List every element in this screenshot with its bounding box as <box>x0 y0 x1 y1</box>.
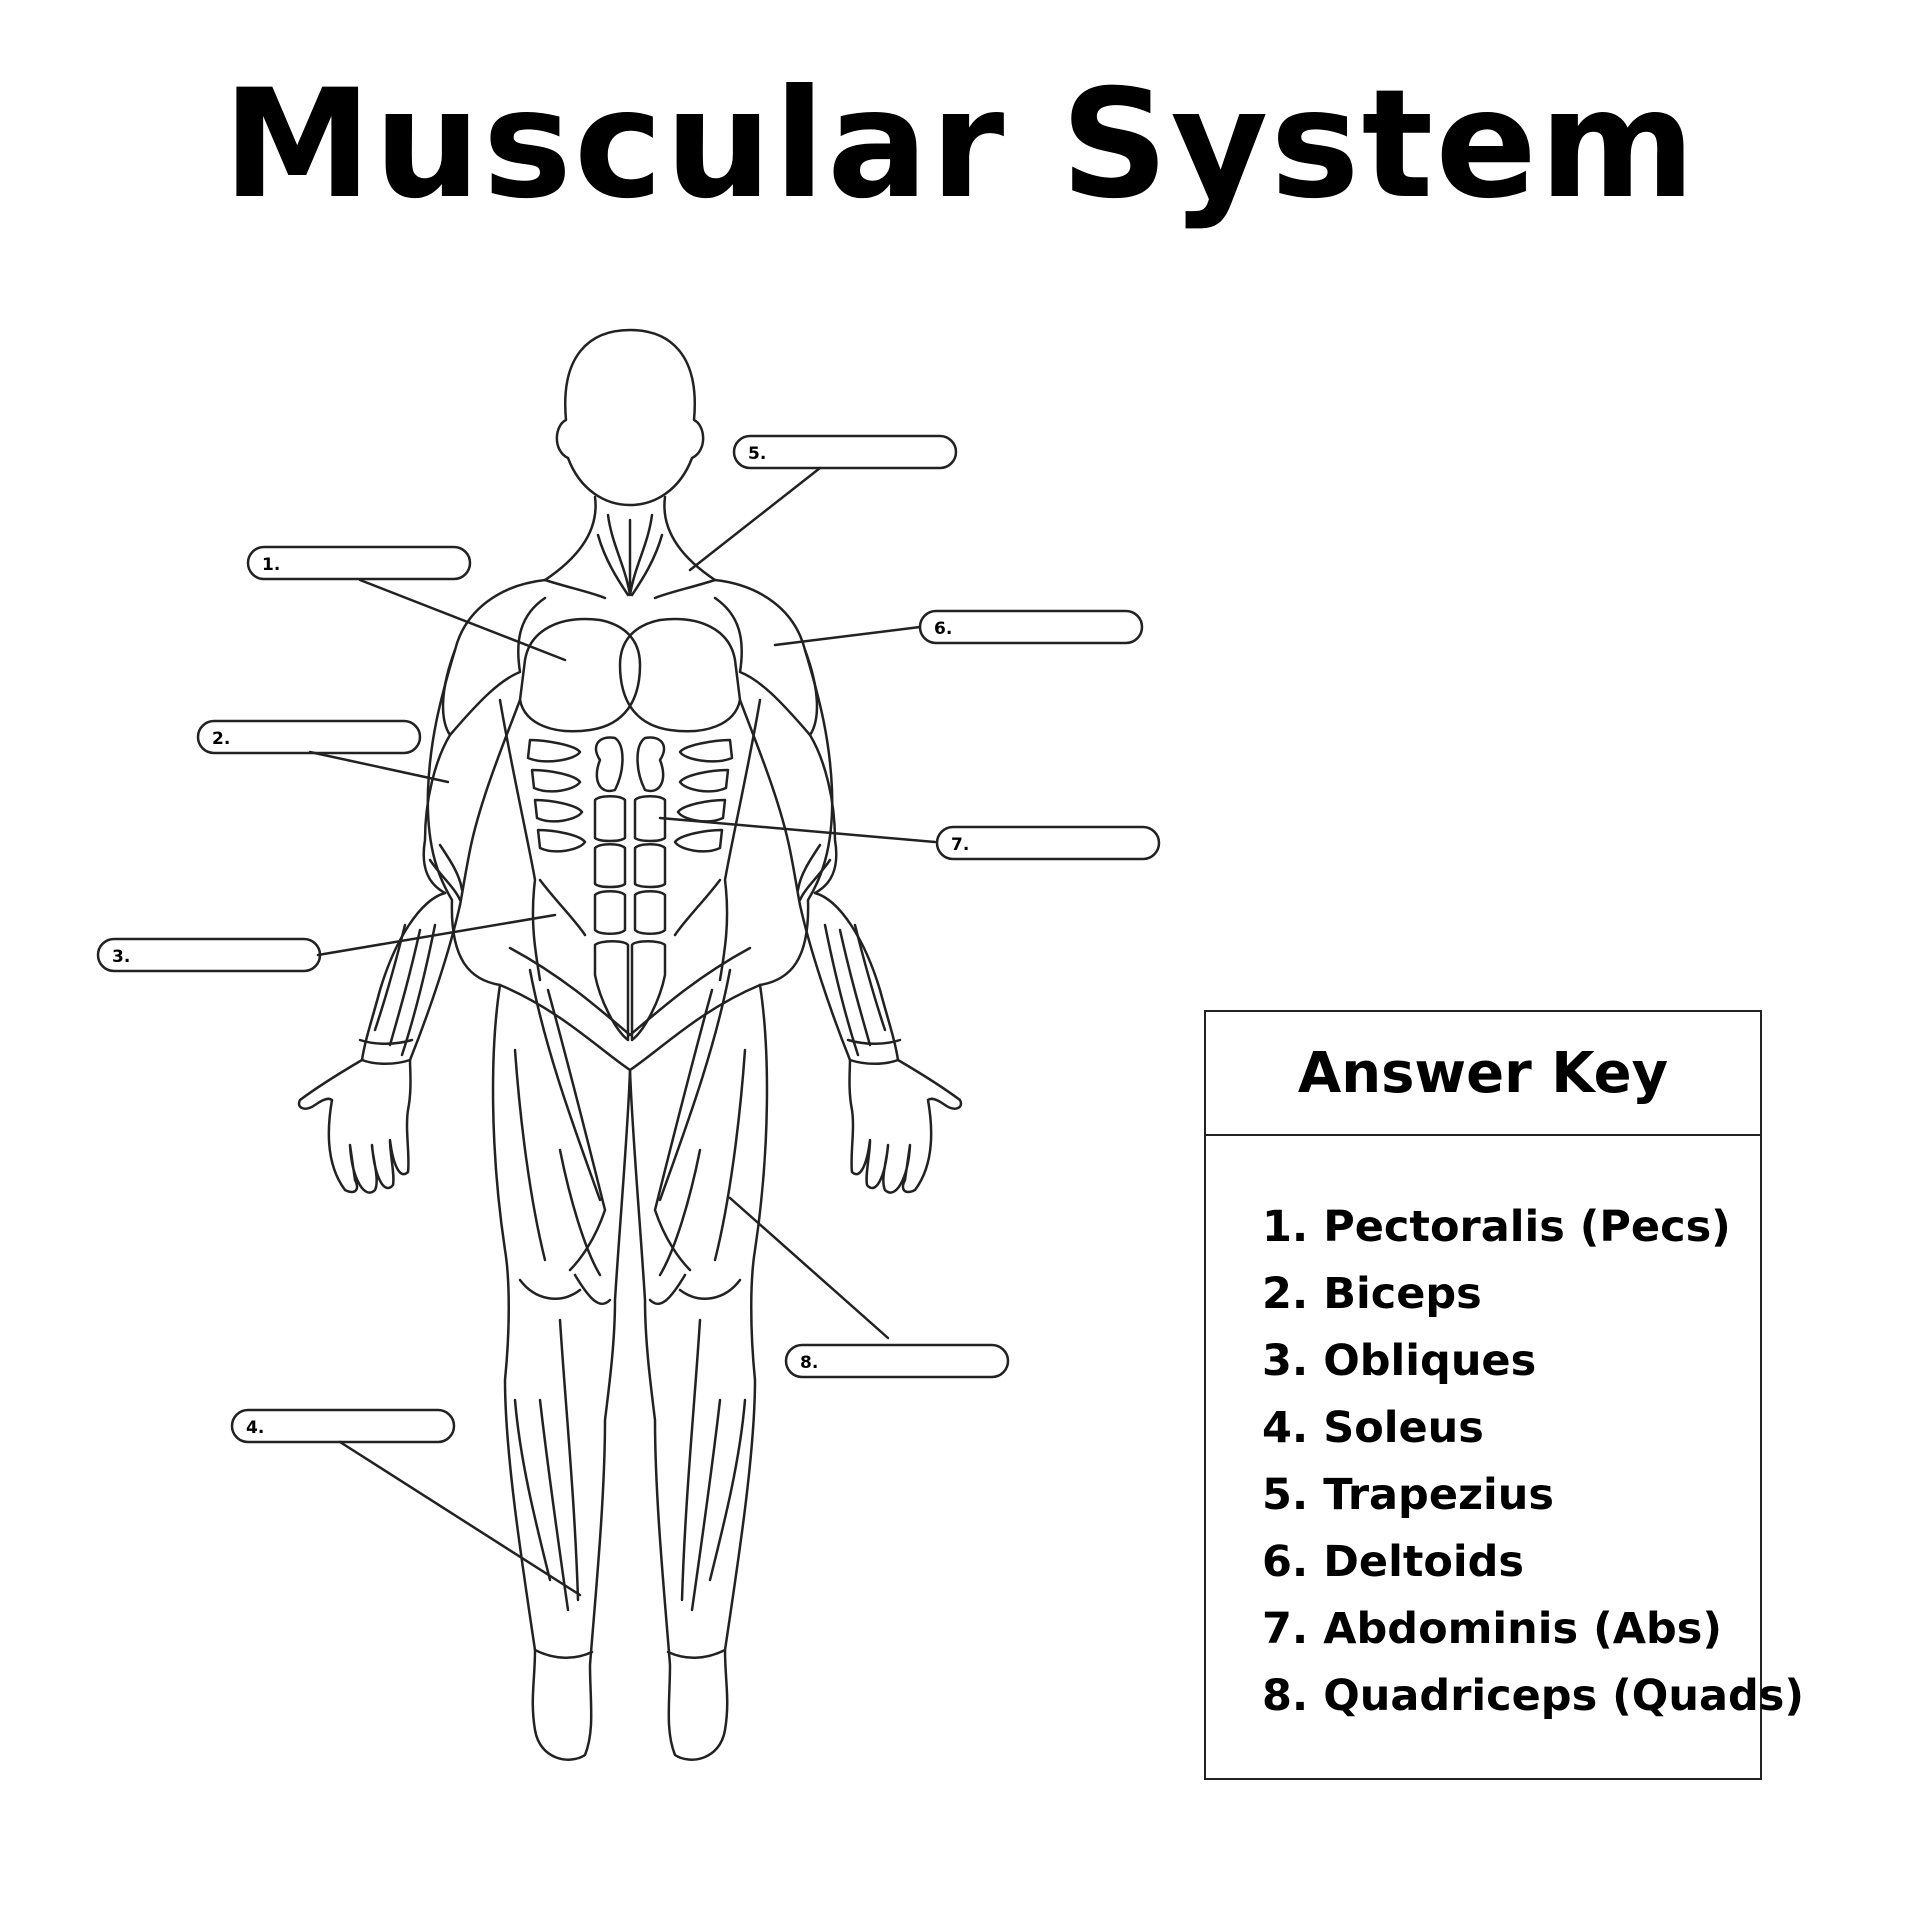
right-biceps <box>796 843 832 902</box>
label-number-8: 8. <box>800 1353 818 1373</box>
answer-key-heading: Answer Key <box>1206 1012 1760 1136</box>
left-biceps <box>428 843 464 902</box>
leader-line-7 <box>658 816 937 844</box>
right-serratus <box>673 738 734 853</box>
answer-key-item: 7. Abdominis (Abs) <box>1262 1604 1723 1654</box>
right-deltoid <box>713 596 819 737</box>
right-pectoral <box>618 617 742 733</box>
label-box-8 <box>784 1343 1010 1379</box>
answer-key-item: 5. Trapezius <box>1262 1470 1554 1520</box>
torso-right-outline <box>713 578 834 987</box>
right-calf <box>680 1318 747 1612</box>
label-box-5 <box>732 434 958 470</box>
left-ankle <box>533 1648 594 1659</box>
leader-line-5 <box>688 466 822 572</box>
left-quadriceps <box>513 968 607 1277</box>
page-title: Muscular System <box>222 58 1698 232</box>
leader-line-2 <box>308 750 450 784</box>
leader-line-6 <box>773 625 922 647</box>
leader-line-1 <box>358 578 567 662</box>
label-number-1: 1. <box>262 555 280 575</box>
left-leg-outline <box>491 983 632 1761</box>
answer-key-item: 6. Deltoids <box>1262 1537 1525 1587</box>
right-leg-outline <box>628 983 769 1761</box>
trapezius-muscle <box>543 578 717 600</box>
abs-row-1 <box>594 736 666 793</box>
right-forearm-muscle <box>823 923 887 1057</box>
label-number-2: 2. <box>212 729 230 749</box>
answer-key-item: 8. Quadriceps (Quads) <box>1262 1671 1804 1721</box>
label-number-6: 6. <box>934 619 952 639</box>
label-box-1 <box>246 545 472 581</box>
torso-left-outline <box>426 578 547 987</box>
right-wrist <box>846 1038 902 1065</box>
left-oblique <box>498 698 587 982</box>
left-calf <box>513 1318 580 1612</box>
abs-row-2 <box>593 795 667 843</box>
answer-key-item: 2. Biceps <box>1262 1269 1482 1319</box>
right-oblique <box>673 698 762 982</box>
left-wrist <box>358 1038 414 1065</box>
answer-key-item: 3. Obliques <box>1262 1336 1537 1386</box>
label-number-3: 3. <box>112 947 130 967</box>
label-box-3 <box>96 937 322 973</box>
answer-key-item: 1. Pectoralis (Pecs) <box>1262 1202 1731 1252</box>
abs-row-3 <box>593 843 667 889</box>
label-box-6 <box>918 609 1144 645</box>
leader-line-4 <box>338 1440 582 1597</box>
left-knee <box>518 1273 612 1306</box>
leader-line-3 <box>316 913 557 957</box>
right-ankle <box>666 1648 727 1659</box>
left-forearm <box>360 891 462 1062</box>
answer-key-list: 1. Pectoralis (Pecs) 2. Biceps 3. Obliqu… <box>1206 1136 1804 1730</box>
neck-outline <box>543 495 717 582</box>
left-pectoral <box>518 617 642 733</box>
answer-key-panel: Answer Key 1. Pectoralis (Pecs) 2. Bicep… <box>1204 1010 1804 1780</box>
head-outline <box>555 328 705 507</box>
right-forearm <box>798 891 900 1062</box>
left-deltoid <box>441 596 547 737</box>
label-box-2 <box>196 719 422 755</box>
right-hand <box>848 1058 963 1194</box>
abs-lower <box>593 940 667 1042</box>
leader-line-8 <box>728 1196 890 1340</box>
label-number-4: 4. <box>246 1418 264 1438</box>
right-quadriceps <box>653 968 747 1277</box>
label-number-7: 7. <box>951 835 969 855</box>
answer-key-item: 4. Soleus <box>1262 1403 1484 1453</box>
neck-muscle <box>596 513 664 597</box>
label-number-5: 5. <box>748 444 766 464</box>
abs-row-4 <box>593 890 667 935</box>
left-hand <box>297 1058 412 1194</box>
label-box-7 <box>935 825 1161 861</box>
right-knee <box>648 1273 742 1306</box>
left-serratus <box>526 738 587 853</box>
label-box-4 <box>230 1408 456 1444</box>
